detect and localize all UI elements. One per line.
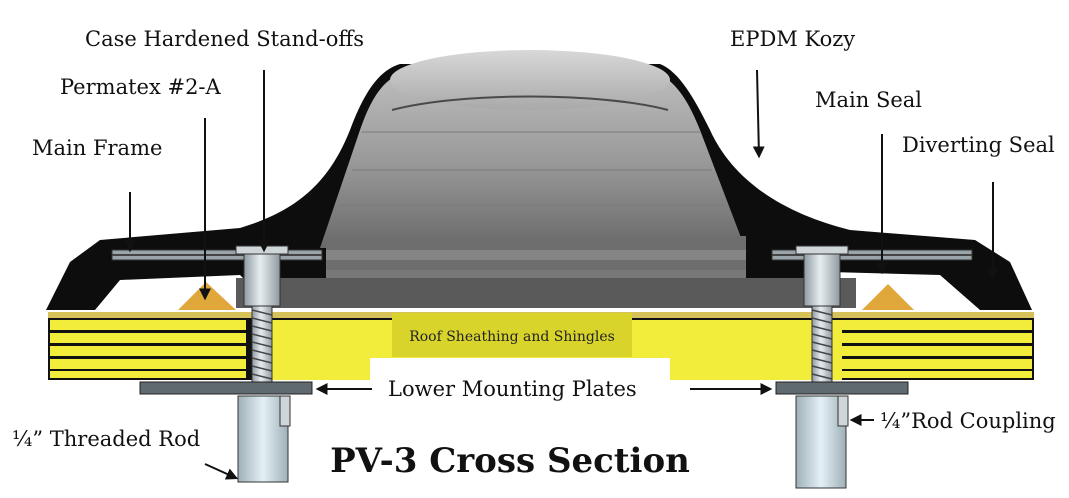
standoffs-label: Case Hardened Stand-offs: [85, 27, 364, 51]
main-seal-label: Main Seal: [815, 88, 922, 112]
threaded-rod-arrow: [204, 463, 239, 480]
roof-gap: [370, 358, 670, 388]
lower-plate-left: [139, 381, 313, 395]
permatex-label: Permatex #2-A: [60, 75, 222, 99]
leader-arrows: [124, 69, 999, 480]
diagram-title: PV-3 Cross Section: [330, 441, 690, 481]
epdm-arrow: [752, 69, 765, 159]
rod-coupling-right: [795, 395, 849, 489]
roof-sheathing-label: Roof Sheathing and Shingles: [409, 329, 615, 345]
dome: [236, 50, 856, 308]
main-frame-label: Main Frame: [32, 136, 162, 160]
frame-rails: [111, 249, 973, 261]
roof-label-box: [392, 313, 632, 357]
permatex-sealant: [178, 282, 236, 310]
standoff-right: [795, 245, 849, 383]
diverting-seal-label: Diverting Seal: [902, 133, 1055, 157]
threaded-rod-label: ¼” Threaded Rod: [12, 427, 200, 451]
epdm-label: EPDM Kozy: [730, 27, 855, 51]
rod-coupling-left: [237, 395, 291, 483]
lower-plate-right: [775, 381, 909, 395]
main-seal-sealant: [862, 284, 914, 310]
plates-label: Lower Mounting Plates: [388, 377, 637, 401]
rod-coupling-label: ¼”Rod Coupling: [880, 409, 1056, 433]
